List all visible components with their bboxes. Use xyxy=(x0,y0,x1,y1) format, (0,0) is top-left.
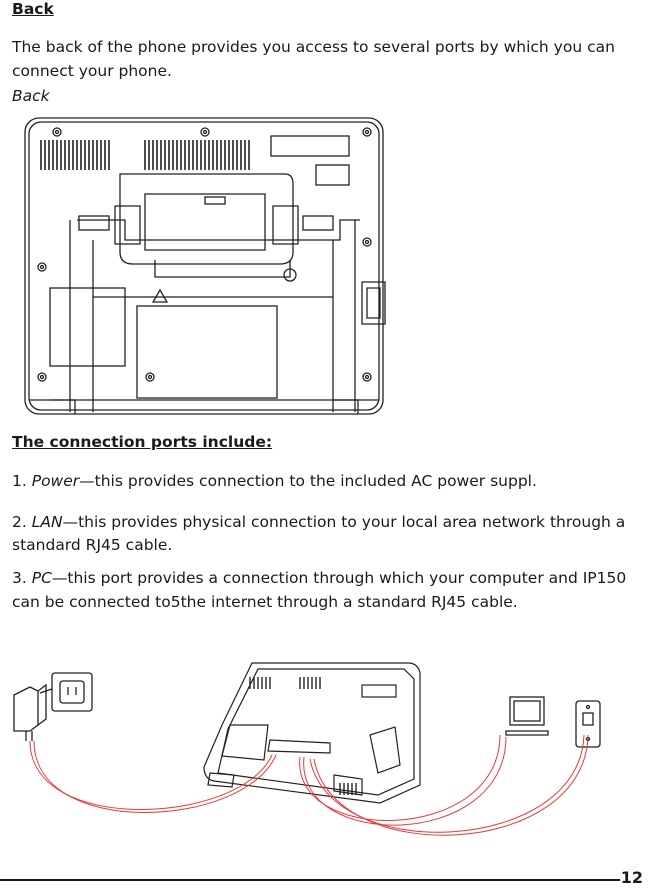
phone-back-illustration xyxy=(24,117,386,415)
footer-rule xyxy=(0,879,620,881)
page-number: 12 xyxy=(620,868,643,887)
power-adapter-icon xyxy=(13,672,93,741)
port-item-power: 1. Power—this provides connection to the… xyxy=(12,468,537,494)
port-number: 2. xyxy=(12,513,32,531)
port-item-lan: 2. LAN—this provides physical connection… xyxy=(12,509,625,535)
port-number: 3. xyxy=(12,569,32,587)
port-item-lan-line2: standard RJ45 cable. xyxy=(12,536,173,554)
port-description: —this provides physical connection to yo… xyxy=(62,513,626,531)
port-item-pc: 3. PC—this port provides a connection th… xyxy=(12,565,626,591)
figure-caption: Back xyxy=(12,87,50,105)
intro-line-1: The back of the phone provides you acces… xyxy=(12,38,615,56)
port-item-pc-line2: can be connected to5the internet through… xyxy=(12,593,518,611)
section-title: Back xyxy=(12,0,54,18)
port-name: LAN xyxy=(31,513,63,531)
ports-heading: The connection ports include: xyxy=(12,433,273,451)
intro-line-2: connect your phone. xyxy=(12,62,172,80)
port-description: —this provides connection to the include… xyxy=(79,472,537,490)
wall-jack-icon xyxy=(575,700,601,748)
port-description: —this port provides a connection through… xyxy=(51,569,627,587)
port-name: Power xyxy=(31,472,80,490)
phone-icon xyxy=(203,662,421,804)
port-number: 1. xyxy=(12,472,32,490)
port-name: PC xyxy=(31,569,52,587)
computer-icon xyxy=(505,696,549,736)
connection-diagram xyxy=(13,662,601,836)
